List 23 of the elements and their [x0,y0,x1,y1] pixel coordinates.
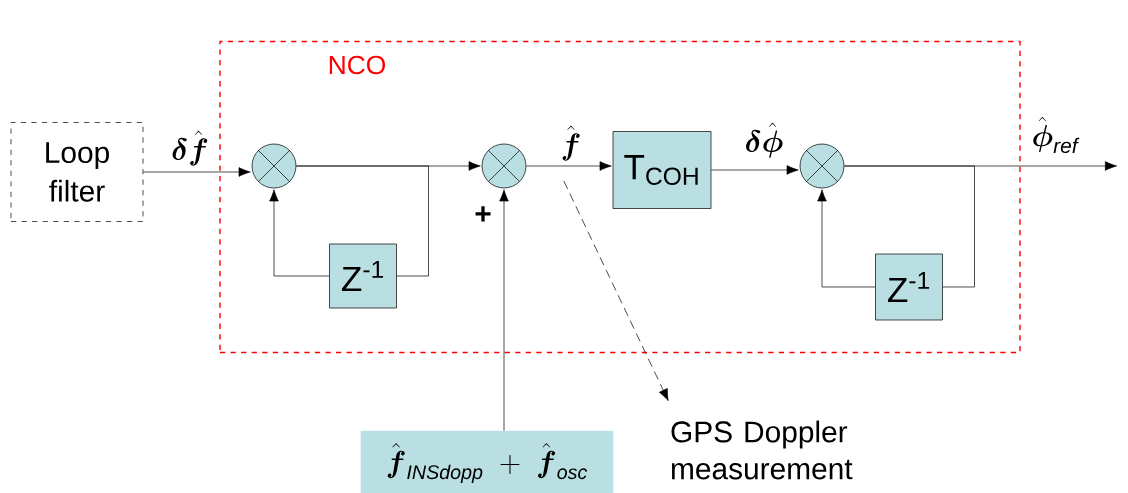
process-box: T$_{COH}$ [612,131,712,209]
mixer-circle [481,143,527,189]
mixer-circle [251,143,297,189]
arrow [817,189,876,288]
edge-label: $\hat{\boldsymbol{\phi}}_{\mathit{ref}}$ [1033,116,1080,154]
arrow [526,161,612,171]
sign-label: + [475,206,491,222]
edge-label: $\boldsymbol{\delta}\hat{\boldsymbol{\phi}}$ [746,122,783,158]
mixer-circle [799,143,845,189]
arrow [269,189,330,277]
arrow [499,189,509,431]
arrow [143,167,251,177]
edge-label: $\boldsymbol{\delta}\hat{\boldsymbol{f}}$ [172,130,208,166]
dashed-arrow [563,180,669,401]
process-box: $\hat{\boldsymbol{f}}_{\mathit{INSdopp}} \;+\; \hat{\boldsymbol{f}}_{\mathit{osc}}$ [360,430,614,493]
connector-line [296,165,429,277]
process-box: Z$^{-1}$ [875,253,943,321]
dashed-box: Loop filter [10,122,144,222]
edge-label: $\hat{\boldsymbol{f}}$ [562,125,580,161]
arrow [844,161,1117,171]
arrow [711,165,799,175]
text-label: GPS Doppler measurement [671,420,853,480]
process-box: Z$^{-1}$ [329,243,397,309]
